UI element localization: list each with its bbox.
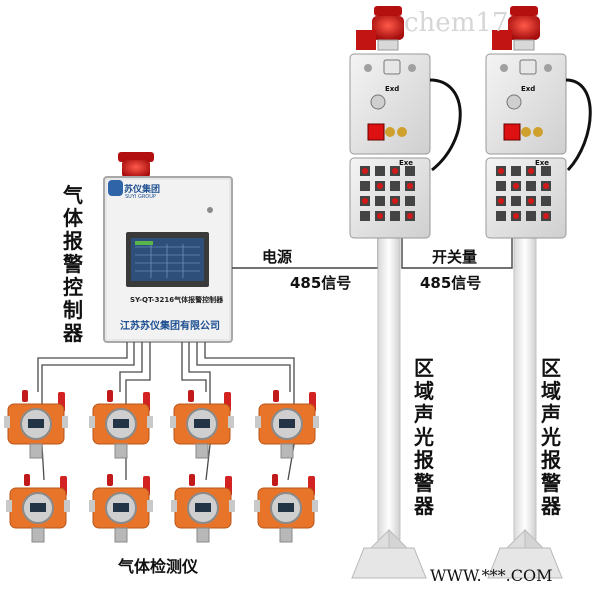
alarm-unit-left bbox=[349, 5, 462, 239]
gas-detectors bbox=[3, 389, 320, 543]
signal-label-right: 485信号 bbox=[420, 274, 482, 292]
button-grid-right bbox=[496, 166, 551, 221]
watermark-text: chem17 bbox=[404, 8, 509, 38]
detectors-label: 气体检测仪 bbox=[118, 557, 199, 576]
alarm-label-left: 区域声光报警器 bbox=[414, 356, 434, 518]
alarm-unit-right bbox=[485, 5, 592, 239]
controller-model-label: SY-QT-3216气体报警控制器 bbox=[130, 296, 224, 304]
power-label: 电源 bbox=[262, 248, 293, 266]
detector-cables bbox=[37, 342, 295, 481]
alarm-label-right: 区域声光报警器 bbox=[541, 356, 561, 518]
brand-name-en: SUYI GROUP bbox=[125, 194, 156, 200]
controller-side-label: 气体报警控制器 bbox=[63, 183, 83, 345]
switch-label: 开关量 bbox=[432, 248, 478, 266]
alarm-poles bbox=[351, 237, 563, 579]
brand-name-cn: 苏仪集团 bbox=[124, 185, 161, 195]
exd-mark-left: Exd bbox=[385, 85, 400, 93]
exd-mark-right: Exd bbox=[521, 85, 536, 93]
button-grid-left bbox=[360, 166, 415, 221]
website-watermark: WWW.***.COM bbox=[430, 566, 553, 585]
company-name: 江苏苏仪集团有限公司 bbox=[120, 321, 220, 332]
exe-mark-left: Exe bbox=[399, 159, 414, 167]
signal-label-left: 485信号 bbox=[290, 274, 352, 292]
exe-mark-right: Exe bbox=[535, 159, 550, 167]
controller-cabinet bbox=[103, 152, 233, 343]
